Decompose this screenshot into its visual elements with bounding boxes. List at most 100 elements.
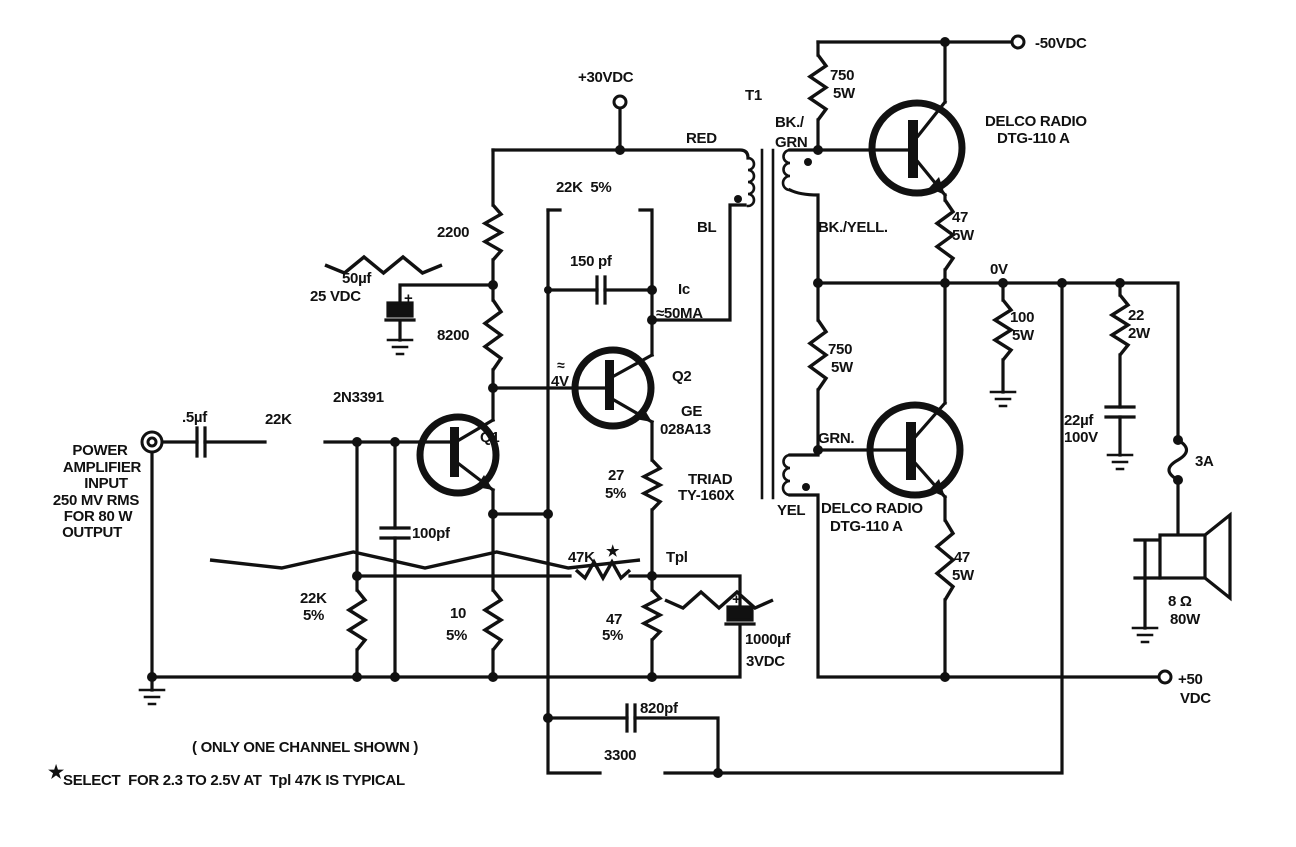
ground-icon [989, 390, 1017, 408]
label-r-047-5w: 5W [952, 567, 975, 584]
resistor-047-5w [934, 519, 956, 601]
label-r-100: 100 [1010, 309, 1034, 326]
label-r-in: 22K [265, 411, 292, 428]
label-yel: YEL [777, 502, 805, 519]
label-r-2200: 2200 [437, 224, 469, 241]
input-label: POWER [72, 442, 128, 459]
label-r-47-5w: 47 [952, 209, 968, 226]
label-triad: TRIAD [688, 471, 733, 488]
ground-icon [386, 338, 414, 356]
plus-icon: + [732, 591, 741, 608]
label-c-22uf: 100V [1064, 429, 1098, 446]
resistor-47k-select [574, 558, 632, 582]
label-r-47-5w: 5W [952, 227, 975, 244]
input-label: AMPLIFIER [63, 459, 142, 476]
label-q3-type: DELCO RADIO [985, 113, 1087, 130]
label-c-22uf: 22µf [1064, 412, 1094, 429]
ground-icon [1131, 626, 1159, 644]
capacitor-50uf [386, 301, 414, 318]
secondary-coil-top [781, 148, 792, 192]
label-vbe: ≈ [557, 357, 565, 373]
plus-icon: + [404, 290, 413, 307]
resistor-3300 [664, 589, 774, 611]
label-bk-grn: BK./ [775, 114, 805, 131]
label-ic: Ic [678, 281, 690, 298]
label-r-10: 10 [450, 605, 466, 622]
label-r-47: 5% [602, 627, 623, 644]
ground-icon [1106, 453, 1134, 471]
label-q3-type: DTG-110 A [997, 130, 1070, 147]
primary-coil [746, 156, 756, 208]
label-r-3300: 3300 [604, 747, 636, 764]
label-r-8200: 8200 [437, 327, 469, 344]
transistor-q2 [571, 346, 655, 430]
resistor-27 [640, 458, 664, 512]
label-r-27: 27 [608, 467, 624, 484]
label-q1: Q1 [480, 429, 499, 446]
terminal-neg50vdc [1010, 34, 1026, 50]
label-c-1000uf: 1000µf [745, 631, 792, 648]
note-one-channel: ( ONLY ONE CHANNEL SHOWN ) [192, 739, 418, 756]
transformer-t1 [746, 148, 792, 497]
transistor-q4-output [866, 400, 964, 500]
label-q4-type: DELCO RADIO [821, 500, 923, 517]
label-fuse: 3A [1195, 453, 1214, 470]
label-red: RED [686, 130, 717, 147]
label-c-150pf: 150 pf [570, 253, 613, 270]
label-c-100pf: 100pf [412, 525, 451, 542]
input-label: INPUT [84, 475, 128, 492]
label-r-750: 5W [831, 359, 854, 376]
terminal-30vdc [612, 94, 628, 110]
label-speaker: 80W [1170, 611, 1201, 628]
resistor-2200 [481, 203, 505, 262]
resistor-750-mid [807, 319, 829, 391]
label-t1: T1 [745, 87, 762, 104]
label-r-27: 5% [605, 485, 626, 502]
star-icon: ★ [606, 543, 620, 560]
label-c-50uf: 25 VDC [310, 288, 361, 305]
fuse-3a [1167, 437, 1189, 483]
label-r-750: 750 [830, 67, 854, 84]
label-triad: TY-160X [678, 487, 735, 504]
label-tpl: Tpl [666, 549, 688, 566]
label-q2-type: 028A13 [660, 421, 711, 438]
capacitor-05uf [195, 426, 207, 458]
label-pos50vdc: VDC [1180, 690, 1211, 707]
terminal-pos50vdc [1157, 669, 1173, 685]
secondary-coil-bottom [781, 453, 792, 497]
resistor-100-5w [991, 298, 1015, 362]
label-grn: GRN. [818, 430, 854, 447]
label-r-10: 5% [446, 627, 467, 644]
input-label: OUTPUT [62, 524, 122, 541]
resistor-22k-bias [345, 588, 369, 652]
transistor-q3-output [868, 99, 966, 198]
label-bk-grn: GRN [775, 134, 807, 151]
label-r-22: 2W [1128, 325, 1151, 342]
label-ic: ≈50MA [656, 305, 703, 322]
label-r-22: 22 [1128, 307, 1144, 324]
ground-icon [138, 688, 166, 706]
input-label: FOR 80 W [64, 508, 134, 525]
label-r-47: 47 [606, 611, 622, 628]
label-r-047-5w: .47 [950, 549, 970, 566]
label-q2-type: GE [681, 403, 702, 420]
label-r-22k5: 5% [303, 607, 324, 624]
label-30vdc: +30VDC [578, 69, 634, 86]
resistor-22k-feedback [209, 550, 641, 570]
capacitor-1000uf [726, 605, 754, 622]
label-c-in: .5µf [182, 409, 208, 426]
label-neg50vdc: -50VDC [1035, 35, 1087, 52]
capacitor-820pf [625, 703, 637, 733]
speaker-icon [1158, 511, 1232, 602]
resistor-750-top [806, 53, 830, 122]
resistor-10 [481, 588, 505, 652]
label-vbe: 4V [551, 373, 569, 390]
label-bk-yell: BK./YELL. [818, 219, 888, 236]
label-c-820pf: 820pf [640, 700, 679, 717]
capacitors [195, 275, 1136, 733]
input-label: 250 MV RMS [53, 492, 139, 509]
label-bl: BL [697, 219, 717, 236]
resistors [209, 53, 1132, 652]
label-c-50uf: 50µf [342, 270, 372, 287]
